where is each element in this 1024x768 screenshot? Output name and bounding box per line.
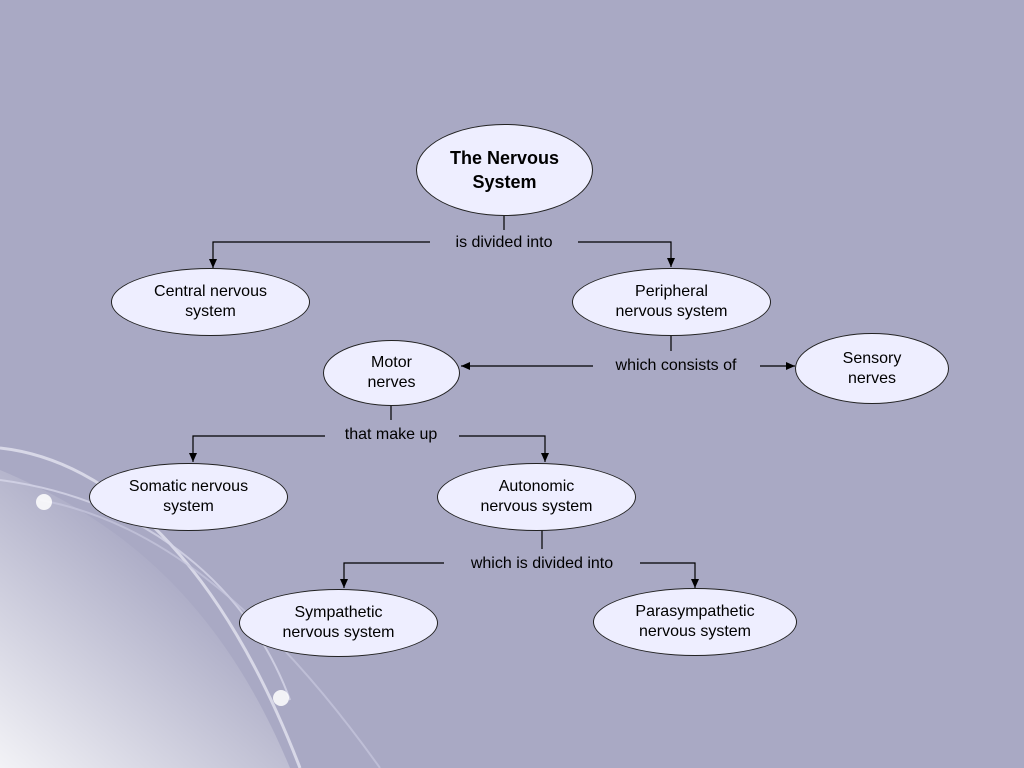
node-label: Peripheral nervous system <box>615 283 728 320</box>
node-parasympathetic-nervous-system: Parasympathetic nervous system <box>593 588 797 656</box>
node-label: Central nervous system <box>154 283 267 320</box>
node-label: Sympathetic nervous system <box>282 604 395 641</box>
node-autonomic-nervous-system: Autonomic nervous system <box>437 463 636 531</box>
swoosh-glow-shape <box>0 470 290 768</box>
node-sensory-nerves: Sensory nerves <box>795 333 949 404</box>
arrow-to-central <box>209 241 430 268</box>
node-label: Parasympathetic nervous system <box>635 603 755 640</box>
swoosh-curve <box>0 479 291 701</box>
node-label: The Nervous System <box>449 148 560 192</box>
arrow-to-autonomic <box>459 435 549 462</box>
node-peripheral-nervous-system: Peripheral nervous system <box>572 268 771 336</box>
swoosh-curve <box>0 446 302 768</box>
swoosh-dot <box>36 494 52 510</box>
link-which-consists-of: which consists of <box>615 357 737 374</box>
node-somatic-nervous-system: Somatic nervous system <box>89 463 288 531</box>
arrow-to-peripheral <box>578 241 675 267</box>
arrow-to-somatic <box>189 435 325 462</box>
node-label: Sensory nerves <box>842 349 902 387</box>
swoosh-dot <box>273 690 289 706</box>
link-is-divided-into: is divided into <box>455 234 553 251</box>
node-nervous-system: The Nervous System <box>416 124 593 216</box>
node-label: Motor nerves <box>367 354 416 391</box>
node-central-nervous-system: Central nervous system <box>111 268 310 336</box>
node-label: Autonomic nervous system <box>480 478 593 515</box>
arrow-to-sympathetic <box>340 562 444 588</box>
arrow-to-parasympathetic <box>640 562 699 588</box>
swoosh-curve <box>39 499 381 768</box>
link-which-is-divided-into: which is divided into <box>470 555 614 572</box>
node-label: Somatic nervous system <box>128 478 249 515</box>
node-motor-nerves: Motor nerves <box>323 340 460 406</box>
node-sympathetic-nervous-system: Sympathetic nervous system <box>239 589 438 657</box>
link-that-make-up: that make up <box>344 426 438 443</box>
